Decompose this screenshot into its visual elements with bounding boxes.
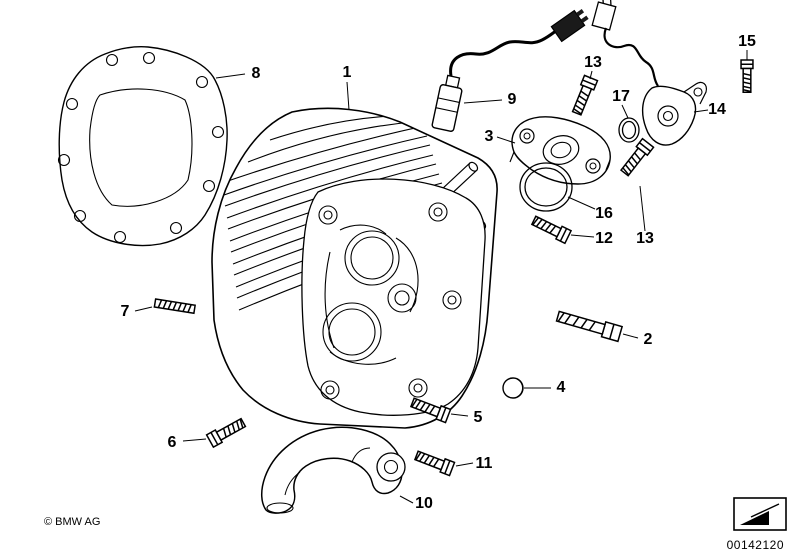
cable-plug-icon (550, 9, 589, 43)
document-number: 00142120 (726, 538, 784, 552)
copyright-text: © BMW AG (44, 516, 101, 528)
part-label-9[interactable]: 9 (507, 91, 517, 108)
page-nav-button[interactable] (733, 497, 787, 531)
leader-lines (134, 50, 748, 504)
part-label-15[interactable]: 15 (738, 33, 756, 50)
combustion-face-details (318, 202, 462, 400)
part-17-o-ring (618, 117, 640, 143)
part-label-13b[interactable]: 13 (636, 230, 654, 247)
part-10-exhaust-elbow (261, 426, 406, 514)
part-13-bolt-a (569, 74, 599, 117)
part-label-8[interactable]: 8 (251, 65, 261, 82)
part-2-long-bolt (554, 307, 624, 343)
part-15-bolt (740, 59, 754, 93)
part-3-flange (509, 116, 611, 185)
part-7-stud (153, 298, 196, 314)
part-1-cylinder-head (211, 107, 498, 429)
part-11-bolt (413, 448, 456, 477)
part-4-plug (502, 377, 524, 399)
part-label-6[interactable]: 6 (167, 434, 177, 451)
part-14-sensor (591, 0, 707, 146)
part-12-bolt (530, 213, 572, 245)
part-label-11[interactable]: 11 (475, 455, 493, 472)
part-label-16[interactable]: 16 (595, 205, 613, 222)
part-label-17[interactable]: 17 (612, 88, 630, 105)
page-curl-arrow-icon (740, 503, 780, 525)
part-label-5[interactable]: 5 (473, 409, 483, 426)
part-13-bolt-b (618, 137, 655, 179)
part-label-7[interactable]: 7 (120, 303, 130, 320)
part-16-o-ring (519, 162, 573, 212)
part-label-4[interactable]: 4 (556, 379, 566, 396)
part-label-13a[interactable]: 13 (584, 54, 602, 71)
part-label-2[interactable]: 2 (643, 331, 653, 348)
part-label-14[interactable]: 14 (708, 101, 726, 118)
part-label-12[interactable]: 12 (595, 230, 613, 247)
part-label-1[interactable]: 1 (342, 64, 352, 81)
part-8-gasket (57, 46, 228, 247)
part-label-10[interactable]: 10 (415, 495, 433, 512)
part-6-bolt (205, 415, 248, 448)
part-9-spark-plug-connector (431, 9, 589, 132)
part-label-3[interactable]: 3 (484, 128, 494, 145)
